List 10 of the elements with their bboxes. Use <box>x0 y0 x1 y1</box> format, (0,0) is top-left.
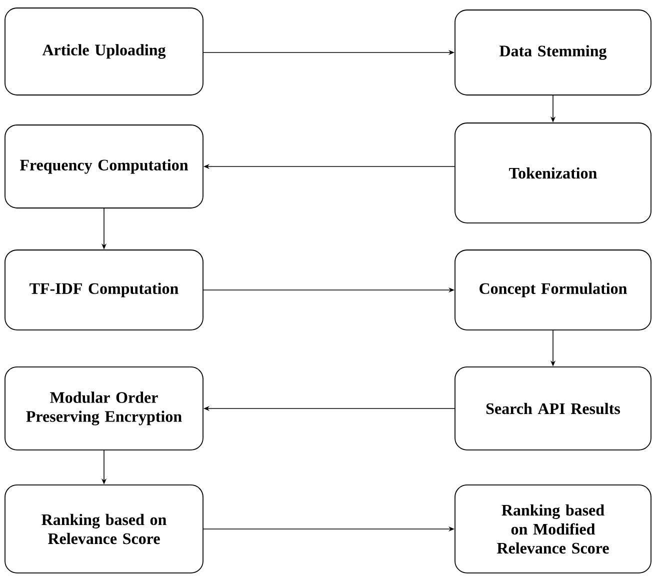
process-box: Search API Results <box>454 366 652 450</box>
process-box: Ranking based on Modified Relevance Score <box>454 484 652 574</box>
process-box: Data Stemming <box>454 10 652 96</box>
process-box: Modular Order Preserving Encryption <box>4 366 204 450</box>
process-box: TF-IDF Computation <box>4 250 204 330</box>
process-box: Tokenization <box>454 122 652 224</box>
process-box: Ranking based on Relevance Score <box>4 484 204 574</box>
process-box: Article Uploading <box>4 8 204 96</box>
process-box: Frequency Computation <box>4 124 204 208</box>
process-box: Concept Formulation <box>454 250 652 330</box>
